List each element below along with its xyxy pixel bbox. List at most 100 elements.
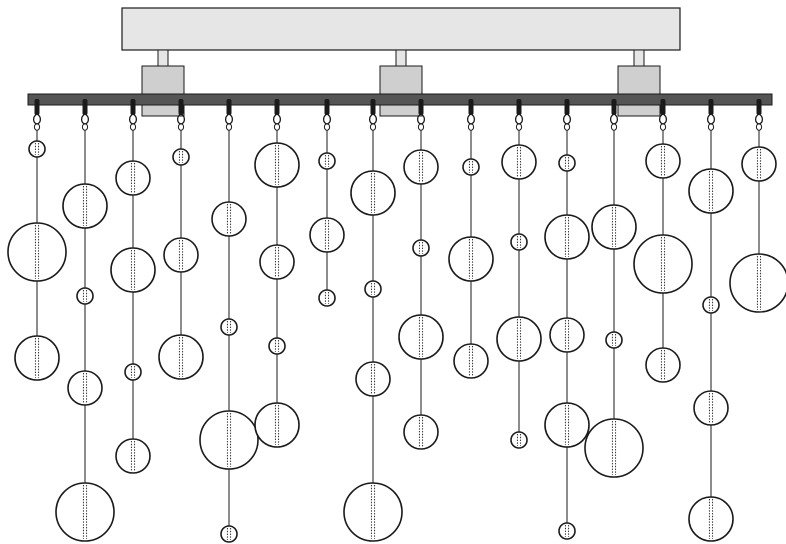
canopy-stem bbox=[157, 49, 169, 67]
canopy-stem bbox=[395, 49, 407, 67]
glass-globe bbox=[496, 316, 542, 362]
strand-hook bbox=[562, 113, 572, 125]
glass-globe bbox=[549, 317, 585, 353]
chain-link bbox=[129, 123, 137, 131]
chain-link bbox=[659, 123, 667, 131]
glass-globe bbox=[558, 522, 576, 540]
chain-link bbox=[177, 123, 185, 131]
rail-clip bbox=[324, 99, 330, 115]
rail-clip bbox=[468, 99, 474, 115]
glass-globe bbox=[510, 431, 528, 449]
mounting-bracket bbox=[141, 65, 185, 117]
glass-globe bbox=[163, 237, 199, 273]
strand-hook bbox=[466, 113, 476, 125]
strand-hook bbox=[609, 113, 619, 125]
glass-globe bbox=[510, 233, 528, 251]
glass-globe bbox=[591, 204, 637, 250]
canopy-stem bbox=[633, 49, 645, 67]
chain-link bbox=[273, 123, 281, 131]
glass-globe bbox=[115, 438, 151, 474]
rail-clip bbox=[708, 99, 714, 115]
glass-globe bbox=[318, 289, 336, 307]
strand-hook bbox=[658, 113, 668, 125]
glass-globe bbox=[254, 142, 300, 188]
mounting-bracket bbox=[617, 65, 661, 117]
strand-hook bbox=[706, 113, 716, 125]
chain-link bbox=[225, 123, 233, 131]
strand-hook bbox=[224, 113, 234, 125]
rail-clip bbox=[34, 99, 40, 115]
rail-clip bbox=[178, 99, 184, 115]
strand-hook bbox=[514, 113, 524, 125]
glass-globe bbox=[584, 418, 644, 478]
chain-link bbox=[33, 123, 41, 131]
glass-globe bbox=[115, 160, 151, 196]
glass-globe bbox=[220, 318, 238, 336]
chain-link bbox=[610, 123, 618, 131]
strand-hook bbox=[128, 113, 138, 125]
glass-globe bbox=[501, 144, 537, 180]
glass-globe bbox=[254, 402, 300, 448]
glass-globe bbox=[364, 280, 382, 298]
glass-globe bbox=[55, 482, 115, 542]
glass-globe bbox=[28, 140, 46, 158]
glass-globe bbox=[453, 343, 489, 379]
rail-clip bbox=[226, 99, 232, 115]
chain-link bbox=[563, 123, 571, 131]
strand-hook bbox=[322, 113, 332, 125]
glass-globe bbox=[741, 146, 777, 182]
glass-globe bbox=[67, 370, 103, 406]
glass-globe bbox=[220, 525, 238, 543]
rail-clip bbox=[274, 99, 280, 115]
rail-clip bbox=[516, 99, 522, 115]
chain-link bbox=[81, 123, 89, 131]
glass-globe bbox=[412, 239, 430, 257]
glass-globe bbox=[693, 390, 729, 426]
chain-link bbox=[707, 123, 715, 131]
strand-hook bbox=[272, 113, 282, 125]
glass-globe bbox=[544, 402, 590, 448]
glass-globe bbox=[688, 168, 734, 214]
hanging-rail bbox=[27, 93, 773, 106]
glass-globe bbox=[14, 335, 60, 381]
rail-clip bbox=[370, 99, 376, 115]
mounting-bracket bbox=[379, 65, 423, 117]
glass-globe bbox=[309, 217, 345, 253]
chain-link bbox=[755, 123, 763, 131]
chain-link bbox=[369, 123, 377, 131]
glass-globe bbox=[558, 154, 576, 172]
glass-globe bbox=[172, 148, 190, 166]
glass-globe bbox=[605, 331, 623, 349]
chain-link bbox=[417, 123, 425, 131]
glass-globe bbox=[343, 482, 403, 542]
glass-globe bbox=[448, 236, 494, 282]
glass-globe bbox=[124, 363, 142, 381]
strand-hook bbox=[368, 113, 378, 125]
glass-globe bbox=[350, 170, 396, 216]
glass-globe bbox=[268, 337, 286, 355]
glass-globe bbox=[110, 247, 156, 293]
glass-globe bbox=[462, 158, 480, 176]
chain-link bbox=[323, 123, 331, 131]
strand-hook bbox=[32, 113, 42, 125]
glass-globe bbox=[633, 234, 693, 294]
rail-clip bbox=[564, 99, 570, 115]
glass-globe bbox=[688, 496, 734, 542]
glass-globe bbox=[702, 296, 720, 314]
strand-hook bbox=[754, 113, 764, 125]
glass-globe bbox=[544, 214, 590, 260]
glass-globe bbox=[729, 253, 786, 313]
glass-globe bbox=[645, 347, 681, 383]
glass-globe bbox=[62, 183, 108, 229]
glass-globe bbox=[259, 244, 295, 280]
rail-clip bbox=[660, 99, 666, 115]
rail-clip bbox=[418, 99, 424, 115]
glass-globe bbox=[355, 361, 391, 397]
rail-clip bbox=[756, 99, 762, 115]
rail-clip bbox=[611, 99, 617, 115]
glass-globe bbox=[403, 149, 439, 185]
glass-globe bbox=[76, 287, 94, 305]
chain-link bbox=[467, 123, 475, 131]
strand-group bbox=[7, 99, 786, 543]
